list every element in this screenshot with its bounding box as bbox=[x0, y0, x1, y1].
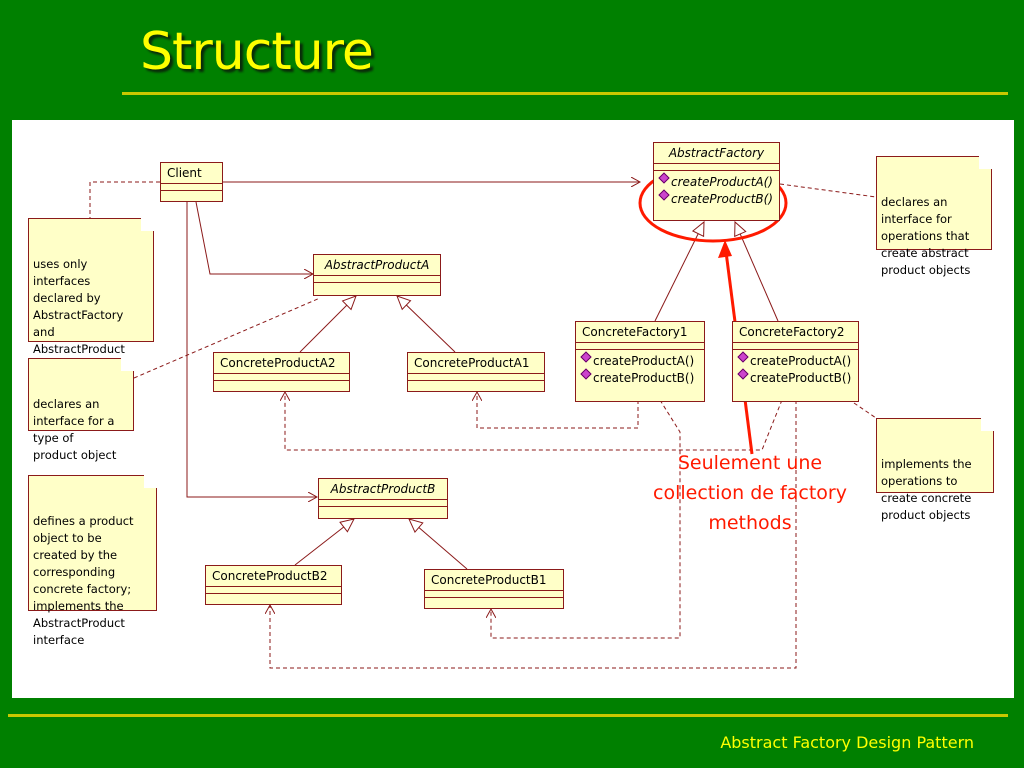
class-abstract-product-a[interactable]: AbstractProductA bbox=[313, 254, 441, 296]
slide-title: Structure bbox=[140, 22, 374, 82]
footer-text: Abstract Factory Design Pattern bbox=[720, 733, 974, 752]
footer-rule bbox=[8, 714, 1008, 717]
a1-inherits bbox=[396, 295, 456, 353]
note-client: uses only interfaces declared by Abstrac… bbox=[28, 218, 154, 373]
factory2-creates-b2 bbox=[270, 400, 797, 669]
class-concrete-factory2[interactable]: ConcreteFactory2 createProductA() create… bbox=[732, 321, 859, 402]
factory1-inherits bbox=[654, 220, 705, 322]
class-name: ConcreteProductB1 bbox=[425, 570, 563, 591]
method-icon bbox=[658, 189, 670, 201]
class-name: Client bbox=[161, 163, 222, 184]
client-to-abstract-product-b bbox=[186, 202, 317, 497]
method-icon bbox=[580, 368, 592, 380]
b1-inherits bbox=[408, 518, 468, 570]
a2-inherits bbox=[299, 295, 357, 353]
note-product-b: defines a product object to be created b… bbox=[28, 475, 157, 647]
factory1-creates-a1 bbox=[477, 392, 639, 429]
operation: createProductA() bbox=[580, 351, 700, 370]
class-name: ConcreteProductA1 bbox=[408, 353, 544, 374]
class-abstract-product-b[interactable]: AbstractProductB bbox=[318, 478, 448, 519]
method-icon bbox=[658, 172, 670, 184]
factory-note-link bbox=[779, 183, 877, 198]
operation: createProductB() bbox=[658, 189, 775, 208]
factory1-creates-b1 bbox=[491, 399, 681, 639]
class-name: AbstractFactory bbox=[654, 143, 779, 164]
diagram-connectors bbox=[89, 163, 877, 669]
method-icon bbox=[737, 351, 749, 363]
title-rule bbox=[122, 92, 1008, 95]
product-a-note-link bbox=[133, 297, 321, 379]
client-note-link bbox=[89, 181, 160, 218]
class-concrete-factory1[interactable]: ConcreteFactory1 createProductA() create… bbox=[575, 321, 705, 402]
operation: createProductA() bbox=[658, 172, 775, 191]
note-product-a: declares an interface for a type of prod… bbox=[28, 358, 134, 462]
highlight-arrowhead bbox=[718, 240, 732, 258]
class-concrete-product-a2[interactable]: ConcreteProductA2 bbox=[213, 352, 350, 392]
class-name: ConcreteFactory2 bbox=[733, 322, 858, 343]
class-client[interactable]: Client bbox=[160, 162, 223, 202]
class-concrete-product-a1[interactable]: ConcreteProductA1 bbox=[407, 352, 545, 392]
uml-diagram: Client AbstractFactory createProductA() … bbox=[12, 120, 1014, 698]
class-abstract-factory[interactable]: AbstractFactory createProductA() createP… bbox=[653, 142, 780, 221]
note-concrete-factory: implements the operations to create conc… bbox=[876, 418, 994, 522]
class-concrete-product-b1[interactable]: ConcreteProductB1 bbox=[424, 569, 564, 609]
concrete-factory-note-link bbox=[853, 402, 877, 419]
class-name: ConcreteFactory1 bbox=[576, 322, 704, 343]
method-icon bbox=[580, 351, 592, 363]
factory-methods-annotation: Seulement une collection de factory meth… bbox=[653, 452, 847, 534]
note-abstract-factory: declares an interface for operations tha… bbox=[876, 156, 992, 277]
operation: createProductB() bbox=[737, 368, 854, 387]
client-to-abstract-product-a bbox=[195, 201, 313, 274]
class-concrete-product-b2[interactable]: ConcreteProductB2 bbox=[205, 565, 342, 605]
class-name: AbstractProductB bbox=[319, 479, 447, 500]
operation: createProductA() bbox=[737, 351, 854, 370]
method-icon bbox=[737, 368, 749, 380]
class-name: AbstractProductA bbox=[314, 255, 440, 276]
class-name: ConcreteProductB2 bbox=[206, 566, 341, 587]
factory2-creates-a2 bbox=[285, 392, 783, 451]
b2-inherits bbox=[294, 518, 355, 566]
operation: createProductB() bbox=[580, 368, 700, 387]
class-name: ConcreteProductA2 bbox=[214, 353, 349, 374]
